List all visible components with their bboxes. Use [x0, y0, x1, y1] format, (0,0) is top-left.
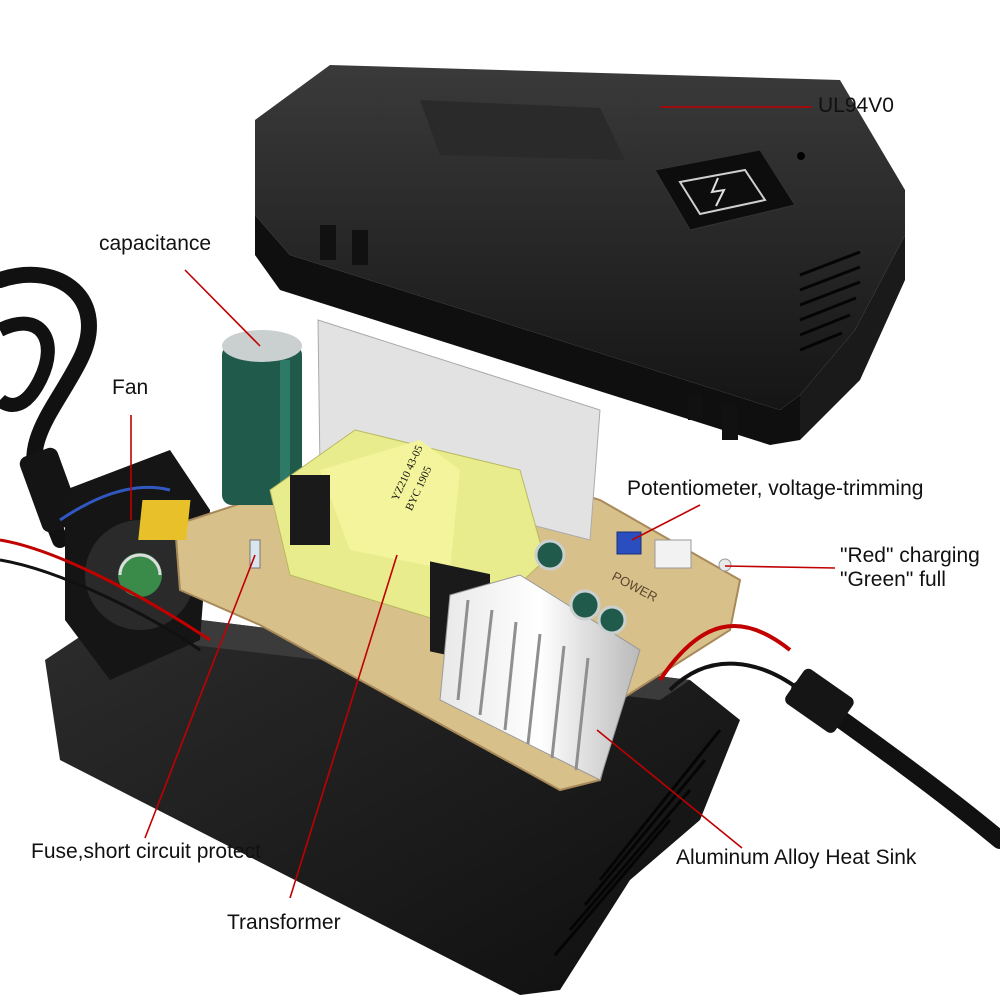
label-transformer: Transformer [227, 911, 341, 934]
strain-relief-right [785, 668, 854, 733]
leader-fuse [144, 554, 256, 839]
label-led-red: "Red" charging [840, 544, 980, 567]
charging-battery-icon [654, 149, 796, 231]
aluminum-heat-sink [439, 574, 641, 781]
label-heat-sink: Aluminum Alloy Heat Sink [676, 846, 917, 869]
case-lid [255, 65, 905, 445]
leader-lines [130, 106, 836, 899]
label-ul94v0: UL94V0 [818, 94, 894, 117]
leader-heat-sink [596, 729, 743, 849]
status-led [718, 558, 732, 572]
label-potentiometer: Potentiometer, voltage-trimming [627, 477, 924, 500]
leader-potentiometer [631, 504, 701, 541]
potentiometer [616, 531, 642, 555]
electrolytic-capacitor [222, 330, 302, 505]
leader-transformer [289, 554, 398, 899]
fuse [249, 539, 261, 569]
label-fuse: Fuse,short circuit protect [31, 840, 261, 863]
label-fan: Fan [112, 376, 149, 399]
output-connector [654, 539, 692, 569]
label-led-green: "Green" full [840, 568, 946, 591]
leader-led [724, 565, 836, 569]
leader-capacitance [184, 269, 261, 347]
label-capacitance: capacitance [99, 232, 212, 255]
cable-loop-left [0, 316, 55, 412]
